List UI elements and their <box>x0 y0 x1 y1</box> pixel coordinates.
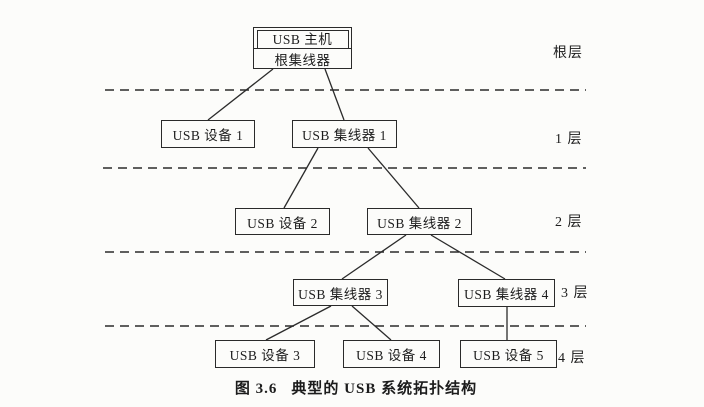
layer-label-2: 2 层 <box>555 215 583 230</box>
node-usb-hub-3: USB 集线器 3 <box>293 279 388 306</box>
connector-hub1-to-device2 <box>283 147 319 209</box>
figure-number: 图 3.6 <box>234 381 278 397</box>
connector-hub2-to-hub3 <box>341 234 407 280</box>
root-hub-label: 根集线器 <box>274 52 331 68</box>
node-usb-hub-2: USB 集线器 2 <box>367 208 472 235</box>
figure-title: 典型的 USB 系统拓扑结构 <box>291 381 478 397</box>
node-usb-device-3: USB 设备 3 <box>215 340 315 368</box>
layer-label-1: 1 层 <box>555 132 583 147</box>
connector-root-to-device1 <box>207 68 274 121</box>
connector-hub3-to-device4 <box>351 305 392 341</box>
connector-root-to-hub1 <box>324 68 345 121</box>
connector-hub1-to-hub2 <box>367 147 420 209</box>
node-usb-hub-1: USB 集线器 1 <box>292 120 397 148</box>
layer-label-4: 4 层 <box>558 351 586 366</box>
connector-hub2-to-hub4 <box>430 234 506 280</box>
connector-hub3-to-device3 <box>265 305 332 341</box>
node-usb-device-5: USB 设备 5 <box>460 340 557 368</box>
usb-host-cell: USB 主机 <box>254 28 351 49</box>
node-usb-device-1: USB 设备 1 <box>161 120 255 148</box>
node-usb-device-2: USB 设备 2 <box>235 208 330 235</box>
node-usb-host-root-hub: USB 主机 根集线器 <box>253 27 352 69</box>
figure-caption: 图 3.6 典型的 USB 系统拓扑结构 <box>8 377 704 398</box>
node-usb-hub-4: USB 集线器 4 <box>458 279 555 307</box>
usb-host-label: USB 主机 <box>272 31 333 47</box>
layer-label-root: 根层 <box>553 46 583 61</box>
root-hub-cell: 根集线器 <box>254 49 351 69</box>
node-usb-device-4: USB 设备 4 <box>343 340 440 368</box>
layer-label-3: 3 层 <box>561 286 589 301</box>
